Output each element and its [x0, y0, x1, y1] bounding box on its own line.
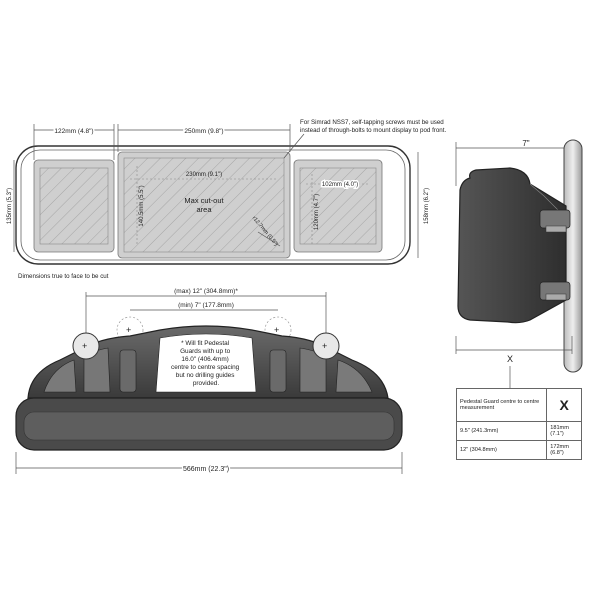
right-cutout-area — [299, 167, 377, 245]
dim-left-width: 122mm (4.8") — [54, 128, 93, 135]
left-guard-post — [72, 332, 100, 360]
header-right: X — [546, 388, 582, 422]
svg-text:+: + — [274, 325, 279, 335]
x-measurement-table: Pedestal Guard centre to centre measurem… — [455, 388, 582, 460]
bottom-view: (max) 12" (304.8mm)* (min) 7" (177.8mm) … — [15, 288, 403, 475]
right-guard-post — [312, 332, 340, 360]
dim-small-width: 102mm (4.0") — [322, 182, 358, 188]
dim-max-spacing: (max) 12" (304.8mm)* — [174, 288, 238, 295]
svg-text:+: + — [126, 325, 131, 335]
dim-cutout-height: 140.5mm (5.5") — [139, 185, 145, 226]
centre-cutout-area — [123, 157, 285, 253]
note-simrad: For Simrad NSS7, self-tapping screws mus… — [300, 119, 446, 134]
pedestal-guard-note: * Will fit Pedestal Guards with up to 16… — [171, 340, 241, 387]
guard-cell: 9.5" (241.3mm) — [455, 421, 548, 441]
left-cutout-area — [39, 167, 109, 245]
pod-side-body — [457, 167, 567, 324]
svg-text:+: + — [82, 341, 87, 351]
dim-cutout-width: 230mm (9.1") — [186, 172, 222, 178]
dim-center-width: 250mm (9.8") — [184, 128, 223, 135]
side-view: 7" X — [455, 139, 583, 388]
dim-side-x: X — [507, 354, 513, 364]
dim-total-width: 566mm (22.3") — [183, 466, 229, 473]
header-left: Pedestal Guard centre to centre measurem… — [455, 388, 548, 422]
pedestal-guard-pole — [563, 139, 583, 373]
x-cell: 181mm (7.1") — [546, 421, 582, 441]
pod-face-outline — [15, 145, 411, 265]
x-cell: 172mm (6.8") — [546, 440, 582, 460]
note-dimensions-true: Dimensions true to face to be cut — [18, 273, 109, 280]
svg-text:+: + — [322, 341, 327, 351]
table-header-row: Pedestal Guard centre to centre measurem… — [455, 388, 582, 422]
front-view: 122mm (4.8") 250mm (9.8") 135mm (5.3") 1… — [7, 119, 446, 280]
table-row: 12" (304.8mm) 172mm (6.8") — [455, 440, 582, 460]
dim-small-height: 120mm (4.7") — [314, 194, 320, 230]
dim-side-top: 7" — [522, 139, 529, 148]
dim-right-height: 158mm (6.2") — [424, 188, 430, 224]
dim-total-height: 135mm (5.3") — [7, 188, 13, 224]
guard-cell: 12" (304.8mm) — [455, 440, 548, 460]
dim-min-spacing: (min) 7" (177.8mm) — [178, 302, 234, 309]
table-row: 9.5" (241.3mm) 181mm (7.1") — [455, 421, 582, 441]
